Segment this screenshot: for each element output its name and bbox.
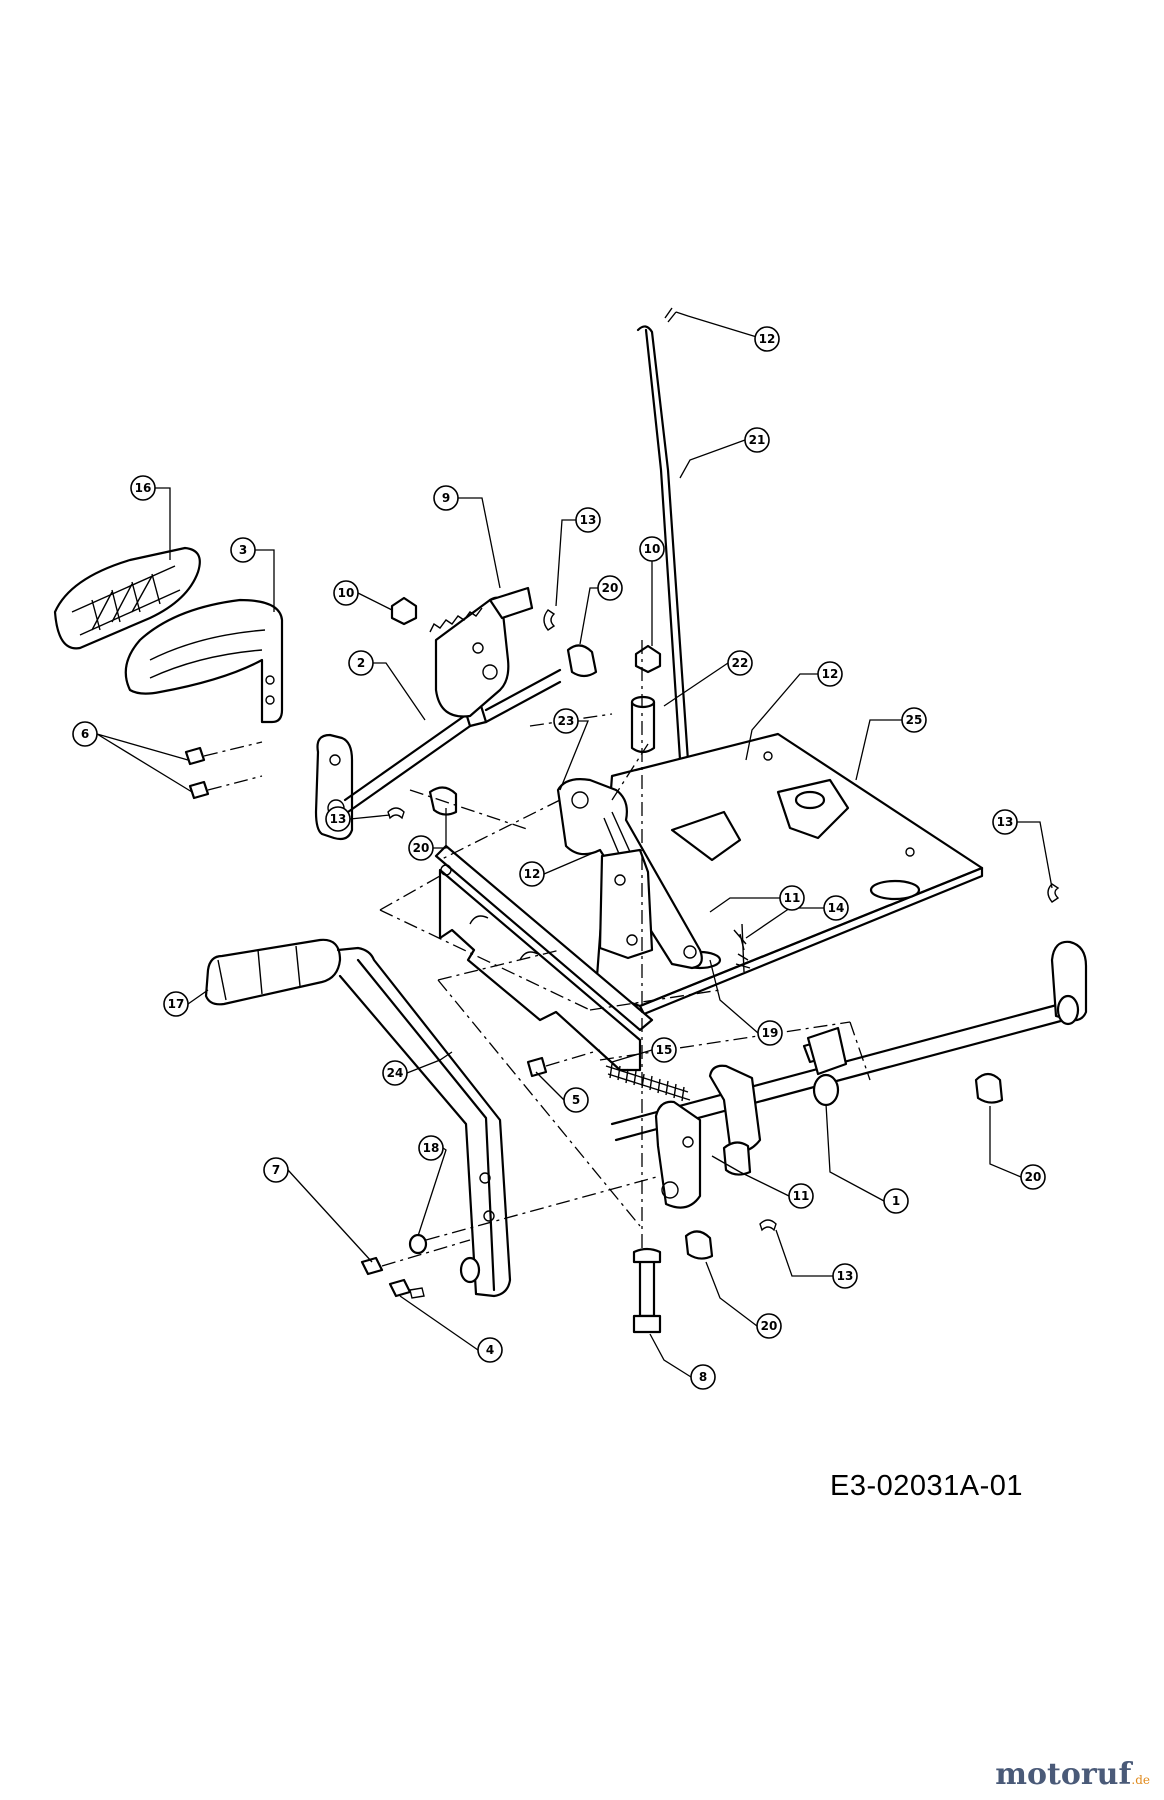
callout-label: 8	[699, 1370, 707, 1384]
watermark-brand: motoruf	[995, 1757, 1132, 1792]
callout-label: 21	[749, 433, 766, 447]
callout-13-upper: 13	[575, 507, 601, 533]
callout-12-top: 12	[754, 326, 780, 352]
callout-label: 5	[572, 1093, 580, 1107]
callout-20-lower: 20	[756, 1313, 782, 1339]
bolt-5	[526, 1049, 601, 1078]
spacer-tube	[630, 695, 656, 754]
callout-label: 12	[524, 867, 541, 881]
callout-label: 20	[761, 1319, 778, 1333]
callout-13-lower: 13	[832, 1263, 858, 1289]
callout-label: 12	[759, 332, 776, 346]
callout-20-upper: 20	[597, 575, 623, 601]
control-rod	[636, 307, 702, 802]
lever-hardware	[360, 1175, 661, 1299]
pedal-pad	[53, 546, 201, 650]
callout-10-left: 10	[333, 580, 359, 606]
tension-spring-upper	[733, 923, 751, 973]
callout-label: 18	[423, 1141, 440, 1155]
callout-11-lower: 11	[788, 1183, 814, 1209]
callout-20-right: 20	[1020, 1164, 1046, 1190]
callout-label: 6	[81, 727, 89, 741]
callout-8: 8	[690, 1364, 716, 1390]
e-clips	[387, 609, 1060, 1232]
callout-12-latch: 12	[519, 861, 545, 887]
callout-label: 16	[135, 481, 152, 495]
tension-spring-lower	[605, 1063, 691, 1102]
callout-19: 19	[757, 1020, 783, 1046]
callout-label: 19	[762, 1026, 779, 1040]
callout-label: 23	[558, 714, 575, 728]
callout-22: 22	[727, 650, 753, 676]
callout-12-plate: 12	[817, 661, 843, 687]
callout-13-right: 13	[992, 809, 1018, 835]
callout-14: 14	[823, 895, 849, 921]
callout-label: 4	[486, 1343, 494, 1357]
callout-label: 13	[837, 1269, 854, 1283]
callout-label: 11	[793, 1189, 810, 1203]
sector-gear-plate	[429, 586, 534, 718]
callout-5: 5	[563, 1087, 589, 1113]
pivot-bracket	[598, 810, 742, 960]
callout-label: 10	[644, 542, 661, 556]
callout-label: 15	[656, 1043, 673, 1057]
callout-2: 2	[348, 650, 374, 676]
callout-15: 15	[651, 1037, 677, 1063]
callout-label: 9	[442, 491, 450, 505]
callout-label: 2	[357, 656, 365, 670]
watermark-tld: .de	[1131, 1773, 1150, 1787]
callout-label: 24	[387, 1066, 404, 1080]
callout-label: 13	[997, 815, 1014, 829]
callout-label: 13	[580, 513, 597, 527]
callout-label: 1	[892, 1194, 900, 1208]
callout-label: 20	[602, 581, 619, 595]
pedal-bracket	[124, 598, 284, 724]
callout-label: 11	[784, 891, 801, 905]
drawing-code: E3-02031A-01	[830, 1470, 1024, 1502]
cross-shaft	[610, 940, 1088, 1209]
callout-7: 7	[263, 1157, 289, 1183]
callout-10-right: 10	[639, 536, 665, 562]
pedal-bolts	[184, 741, 263, 800]
callout-label: 22	[732, 656, 749, 670]
callout-label: 14	[828, 901, 845, 915]
callout-label: 12	[822, 667, 839, 681]
callout-16: 16	[130, 475, 156, 501]
callout-20-left: 20	[408, 835, 434, 861]
callout-18: 18	[418, 1135, 444, 1161]
callout-label: 10	[338, 586, 355, 600]
callout-label: 3	[239, 543, 247, 557]
callout-label: 13	[330, 812, 347, 826]
callout-24: 24	[382, 1060, 408, 1086]
channel-frame	[434, 844, 654, 1072]
callout-label: 25	[906, 713, 923, 727]
pivot-bolt	[632, 1247, 662, 1334]
clips	[428, 644, 1004, 1260]
hand-lever	[204, 938, 512, 1298]
callout-3: 3	[230, 537, 256, 563]
callout-25: 25	[901, 707, 927, 733]
callout-label: 20	[413, 841, 430, 855]
callout-label: 7	[272, 1163, 280, 1177]
callout-23: 23	[553, 708, 579, 734]
callout-13-left: 13	[325, 806, 351, 832]
callout-4: 4	[477, 1337, 503, 1363]
callout-1: 1	[883, 1188, 909, 1214]
callout-11-upper: 11	[779, 885, 805, 911]
callout-6: 6	[72, 721, 98, 747]
callout-21: 21	[744, 427, 770, 453]
assembly-centerlines	[379, 640, 871, 1250]
watermark-logo: motoruf.de	[995, 1757, 1150, 1792]
callout-label: 20	[1025, 1170, 1042, 1184]
callout-17: 17	[163, 991, 189, 1017]
callout-label: 17	[168, 997, 185, 1011]
callout-9: 9	[433, 485, 459, 511]
